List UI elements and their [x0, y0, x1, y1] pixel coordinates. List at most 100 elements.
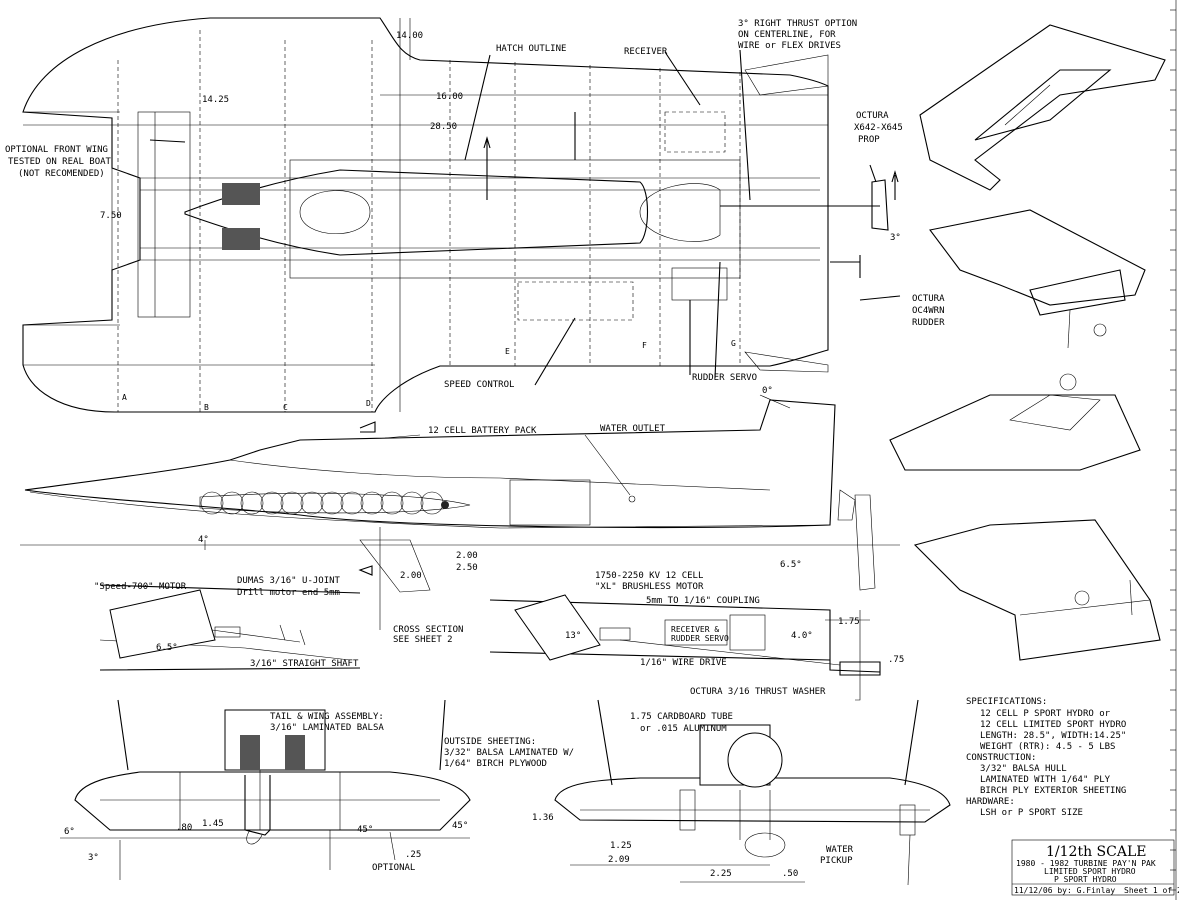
plan-view	[22, 17, 901, 413]
tube-line-1: 1.75 CARDBOARD TUBE	[630, 712, 733, 722]
speed-control-label: SPEED CONTROL	[444, 380, 514, 390]
hardware-line-1: LSH or P SPORT SIZE	[980, 808, 1083, 818]
station-f: F	[642, 341, 647, 350]
cross-section-line-1: CROSS SECTION	[393, 625, 463, 635]
dim-1425-label: 14.25	[202, 95, 229, 105]
dim-175-label: 1.75	[838, 617, 860, 627]
spec-line-1: 12 CELL P SPORT HYDRO or	[980, 709, 1111, 719]
border-ticks	[1170, 0, 1177, 900]
angle-65-label: 6.5°	[780, 560, 802, 570]
labels: 14.00 14.25 16.00 28.50 7.50 HATCH OUTLI…	[5, 19, 945, 879]
front-wing-line-1: OPTIONAL FRONT WING	[5, 145, 108, 155]
detail-brushless	[489, 594, 881, 701]
rudder-servo-label: RUDDER SERVO	[692, 373, 757, 383]
tail-wing-line-2: 3/16" LAMINATED BALSA	[270, 723, 384, 733]
coupling-label: 5mm TO 1/16" COUPLING	[646, 596, 760, 606]
spec-line-3: LENGTH: 28.5", WIDTH:14.25"	[980, 731, 1126, 741]
side-profile-view	[20, 394, 900, 630]
battery-pack-label: 12 CELL BATTERY PACK	[428, 426, 537, 436]
station-g: G	[731, 339, 736, 348]
thrust-option-line-3: WIRE or FLEX DRIVES	[738, 41, 841, 51]
dim-2850-label: 28.50	[430, 122, 457, 132]
specifications-block: SPECIFICATIONS: 12 CELL P SPORT HYDRO or…	[966, 697, 1126, 818]
water-pickup-line-2: PICKUP	[820, 856, 853, 866]
dim-080-label: .80	[176, 823, 192, 833]
angle-0-label: 0°	[762, 386, 773, 396]
speed700-motor-label: "Speed-700" MOTOR	[94, 582, 187, 592]
section-left	[60, 699, 471, 880]
iso-view-1	[919, 24, 1166, 191]
sheeting-line-1: OUTSIDE SHEETING:	[444, 737, 536, 747]
optional-label: OPTIONAL	[372, 863, 415, 873]
station-a: A	[122, 393, 127, 402]
iso-view-2	[929, 209, 1146, 349]
dim-200-label: 2.00	[456, 551, 478, 561]
thrust-option-line-1: 3° RIGHT THRUST OPTION	[738, 19, 857, 29]
angle-45a-label: 45°	[357, 825, 373, 835]
detail-speed700	[99, 584, 361, 671]
construction-line-3: BIRCH PLY EXTERIOR SHEETING	[980, 786, 1126, 796]
rx-servo-line-2: RUDDER SERVO	[671, 634, 729, 643]
station-c: C	[283, 403, 288, 412]
receiver-label: RECEIVER	[624, 47, 668, 57]
construction-heading: CONSTRUCTION:	[966, 753, 1036, 763]
title-line-2: LIMITED SPORT HYDRO	[1044, 867, 1136, 876]
cross-section-line-2: SEE SHEET 2	[393, 635, 453, 645]
iso-view-3	[889, 373, 1141, 471]
section-right	[554, 699, 951, 886]
dim-16-label: 16.00	[436, 92, 463, 102]
dim-750-label: 7.50	[100, 211, 122, 221]
dumas-line-2: Drill motor end 5mm	[237, 588, 340, 598]
front-wing-line-2: TESTED ON REAL BOAT	[8, 157, 112, 167]
dim-125-label: 1.25	[610, 841, 632, 851]
octura-rudder-line-2: OC4WRN	[912, 306, 945, 316]
octura-prop-line-3: PROP	[858, 135, 880, 145]
tube-line-2: or .015 ALUMINUM	[640, 724, 727, 734]
thrust-option-line-2: ON CENTERLINE, FOR	[738, 30, 836, 40]
scale-label: 1/12th SCALE	[1046, 844, 1146, 860]
spec-line-4: WEIGHT (RTR): 4.5 - 5 LBS	[980, 742, 1115, 752]
water-outlet-label: WATER OUTLET	[600, 424, 666, 434]
angle-3b-label: 3°	[88, 853, 99, 863]
dim-200b-label: 2.00	[400, 571, 422, 581]
dim-14-label: 14.00	[396, 31, 423, 41]
hardware-heading: HARDWARE:	[966, 797, 1015, 807]
brushless-line-1: 1750-2250 KV 12 CELL	[595, 571, 703, 581]
wire-drive-label: 1/16" WIRE DRIVE	[640, 658, 727, 668]
dim-145-label: 1.45	[202, 819, 224, 829]
title-line-3: P SPORT HYDRO	[1054, 875, 1117, 884]
thrust-washer-label: OCTURA 3/16 THRUST WASHER	[690, 687, 826, 697]
dumas-line-1: DUMAS 3/16" U-JOINT	[237, 576, 341, 586]
construction-line-2: LAMINATED WITH 1/64" PLY	[980, 775, 1111, 785]
sheet-number-label: Sheet 1 of 2	[1124, 886, 1179, 895]
dim-025-label: .25	[405, 850, 421, 860]
dim-075-label: .75	[888, 655, 904, 665]
rx-servo-line-1: RECEIVER &	[671, 625, 719, 634]
front-wing-line-3: (NOT RECOMENDED)	[18, 169, 105, 179]
water-pickup-line-1: WATER	[826, 845, 854, 855]
station-d: D	[366, 399, 371, 408]
station-b: B	[204, 403, 209, 412]
spec-line-2: 12 CELL LIMITED SPORT HYDRO	[980, 720, 1126, 730]
octura-rudder-line-3: RUDDER	[912, 318, 945, 328]
iso-view-4	[913, 519, 1161, 661]
angle-65b-label: 6.5°	[156, 643, 178, 653]
octura-prop-line-1: OCTURA	[856, 111, 889, 121]
station-e: E	[505, 347, 510, 356]
sheeting-line-3: 1/64" BIRCH PLYWOOD	[444, 759, 547, 769]
angle-13-label: 13°	[565, 631, 581, 641]
construction-line-1: 3/32" BALSA HULL	[980, 764, 1067, 774]
battery-cells	[200, 491, 444, 515]
dim-136-label: 1.36	[532, 813, 554, 823]
dim-209-label: 2.09	[608, 855, 630, 865]
straight-shaft-label: 3/16" STRAIGHT SHAFT	[250, 659, 359, 669]
dim-050-label: .50	[782, 869, 798, 879]
spec-heading: SPECIFICATIONS:	[966, 697, 1047, 707]
octura-prop-line-2: X642-X645	[854, 123, 903, 133]
dim-250-label: 2.50	[456, 563, 478, 573]
angle-45b-label: 45°	[452, 821, 468, 831]
date-author-label: 11/12/06 by: G.Finlay	[1014, 886, 1115, 895]
octura-rudder-line-1: OCTURA	[912, 294, 945, 304]
hatch-outline-label: HATCH OUTLINE	[496, 44, 566, 54]
